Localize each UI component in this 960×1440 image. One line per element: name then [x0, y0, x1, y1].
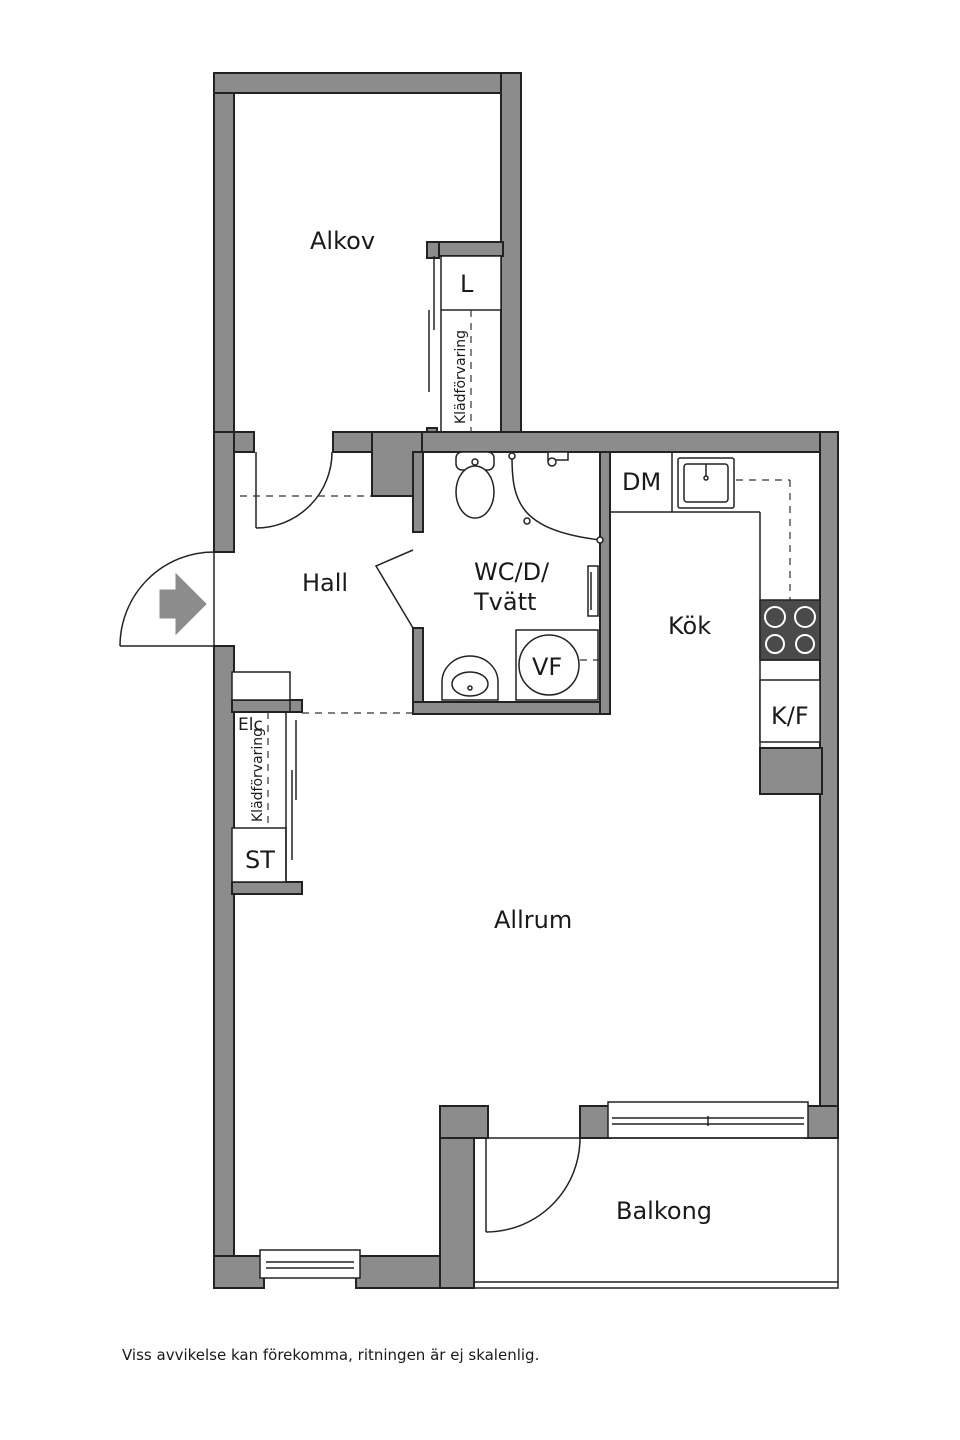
room-allrum-label: Allrum — [494, 906, 572, 934]
zone-lines — [240, 495, 413, 714]
room-tvatt-label: Tvätt — [473, 588, 536, 616]
window-living-bottom — [259, 1249, 361, 1279]
fridge — [759, 679, 821, 743]
wall-balcony-top-right — [805, 1105, 839, 1139]
wall-kitchen-pier — [759, 747, 823, 795]
stove-burner-1-icon — [764, 606, 786, 628]
room-hall-label: Hall — [302, 569, 348, 597]
wardrobe-hall-label: Klädförvaring — [250, 728, 266, 822]
wall-alkov-closet-jamb — [426, 241, 440, 259]
stove-burner-2-icon — [794, 606, 816, 628]
washer-drum — [518, 634, 580, 696]
entrance-arrow-icon — [159, 572, 207, 636]
dishwasher-label: DM — [622, 468, 661, 496]
wall-balcony-top-mid — [579, 1105, 611, 1139]
storage-cabinet — [231, 827, 287, 883]
windows — [259, 1101, 809, 1279]
wall-hall-left-upper — [213, 431, 235, 553]
hall-shelf — [231, 671, 291, 701]
room-balkong-label: Balkong — [616, 1197, 712, 1225]
stove-burner-4-icon — [795, 634, 815, 654]
storage-label: ST — [245, 846, 275, 874]
wall-bath-left — [412, 451, 424, 533]
wall-hall-wardrobe-top — [231, 699, 303, 713]
wall-alkov-left — [213, 72, 235, 439]
kitchen: DM K/F — [610, 452, 821, 748]
linen-label: L — [460, 270, 474, 298]
room-kok-label: Kök — [668, 612, 711, 640]
fridge-label: K/F — [771, 702, 809, 730]
wall-hall-wardrobe-bottom — [231, 881, 303, 895]
wall-hall-left-lower — [213, 645, 235, 1289]
hall-storage: Elc Klädförvaring ST — [231, 671, 297, 883]
bath-sink — [441, 655, 499, 701]
bathroom: VF — [374, 451, 604, 701]
walls — [213, 72, 839, 1289]
wall-balcony-top-left — [439, 1105, 489, 1139]
towel-rail — [587, 565, 599, 617]
wall-bath-right — [599, 451, 611, 715]
stove-burner-3-icon — [765, 634, 785, 654]
room-alkov-label: Alkov — [310, 227, 375, 255]
balcony — [474, 1137, 839, 1289]
wardrobe-top-label: Klädförvaring — [453, 330, 469, 424]
shower-tap-icon — [547, 451, 569, 461]
electrical-label: Elc — [238, 715, 263, 735]
alkov-closet: L Klädförvaring — [428, 255, 502, 432]
stove — [759, 599, 821, 661]
alkov-door — [255, 451, 333, 529]
room-wc-label: WC/D/ — [474, 558, 550, 586]
wall-bath-bottom — [412, 701, 611, 715]
linen-cabinet — [440, 255, 502, 311]
disclaimer-text: Viss avvikelse kan förekomma, ritningen … — [122, 1346, 540, 1364]
wall-bottom-left — [213, 1255, 265, 1289]
toilet-bowl — [455, 465, 495, 519]
entrance-door — [119, 551, 215, 647]
wall-alkov-top — [213, 72, 522, 94]
room-labels: Alkov Hall WC/D/ Tvätt Kök Allrum Balkon… — [302, 227, 712, 1225]
washer-label: VF — [532, 653, 562, 681]
